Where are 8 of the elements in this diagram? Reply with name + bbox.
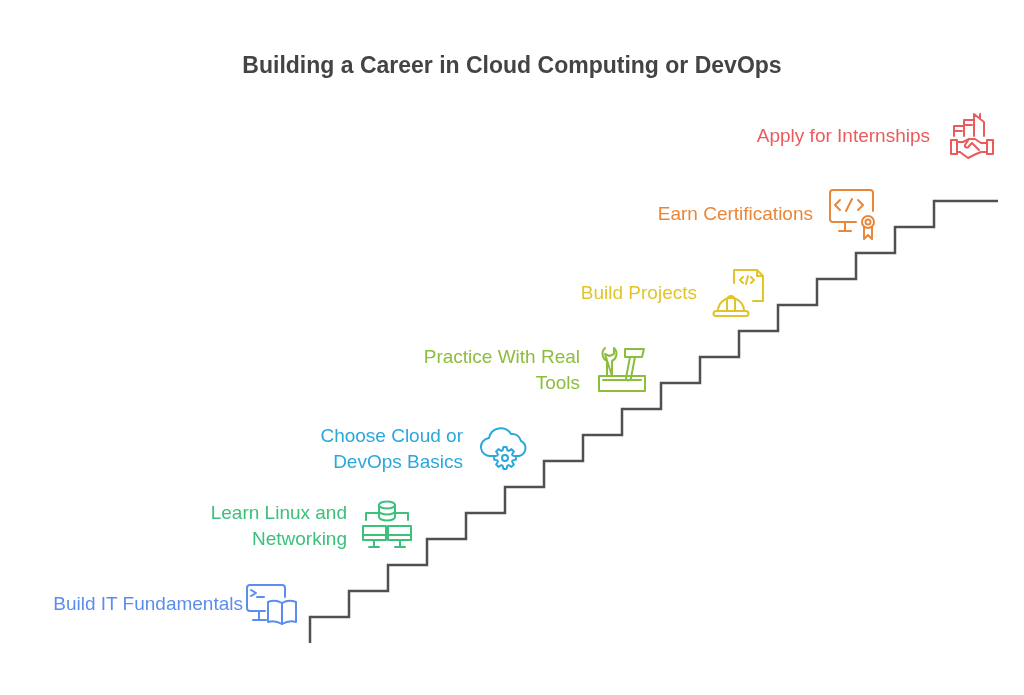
step-label: Build Projects (580, 281, 697, 305)
step-label: Apply for Internships (756, 124, 930, 148)
step-label: Earn Certifications (657, 202, 813, 226)
step-label: Learn Linux and Networking (209, 501, 347, 551)
step-label: Choose Cloud or DevOps Basics (319, 424, 463, 474)
diagram-title: Building a Career in Cloud Computing or DevOps (242, 51, 782, 79)
step-label: Build IT Fundamentals (53, 592, 243, 616)
step-label: Practice With Real Tools (422, 345, 580, 395)
